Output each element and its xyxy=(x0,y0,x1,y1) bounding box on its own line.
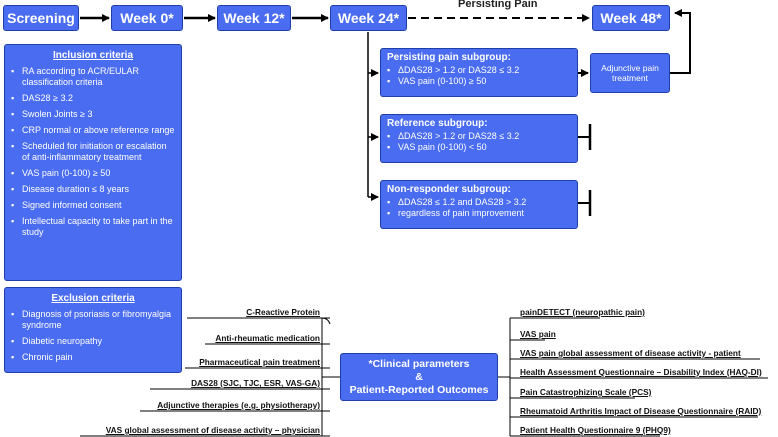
exclusion-criteria-box: Exclusion criteria Diagnosis of psoriasi… xyxy=(4,287,182,373)
week0-label: Week 0* xyxy=(120,10,174,26)
week48-label: Week 48* xyxy=(600,10,662,26)
inclusion-item: VAS pain (0-100) ≥ 50 xyxy=(11,168,175,179)
inclusion-item: Intellectual capacity to take part in th… xyxy=(11,216,175,238)
week48-box: Week 48* xyxy=(592,5,670,31)
inclusion-list: RA according to ACR/EULAR classification… xyxy=(11,66,175,238)
adjunctive-pain-treatment-box: Adjunctive pain treatment xyxy=(590,53,670,93)
right-param-label: Pain Catastrophizing Scale (PCS) xyxy=(520,387,652,397)
right-param-label: VAS pain xyxy=(520,329,556,339)
left-param-label: VAS global assessment of disease activit… xyxy=(105,425,320,435)
subgroup-title: Non-responder subgroup: xyxy=(387,184,511,195)
center-line-1: *Clinical parameters xyxy=(368,358,470,370)
inclusion-item: Scheduled for initiation or escalation o… xyxy=(11,141,175,163)
right-param-label: Patient Health Questionnaire 9 (PHQ9) xyxy=(520,425,671,435)
inclusion-criteria-box: Inclusion criteria RA according to ACR/E… xyxy=(4,44,182,281)
right-param-label: painDETECT (neuropathic pain) xyxy=(520,307,645,317)
right-param-label: Rheumatoid Arthritis Impact of Disease Q… xyxy=(520,406,762,416)
subgroup-item: ΔDAS28 > 1.2 or DAS28 ≤ 3.2 xyxy=(387,65,571,76)
left-param-label: Adjunctive therapies (e.g. physiotherapy… xyxy=(157,400,320,410)
subgroup-title: Persisting pain subgroup: xyxy=(387,52,511,63)
clinical-parameters-box: *Clinical parameters & Patient-Reported … xyxy=(340,353,498,401)
exclusion-title: Exclusion criteria xyxy=(51,293,135,304)
right-param-label: VAS pain global assessment of disease ac… xyxy=(520,348,741,358)
non-responder-subgroup-box: Non-responder subgroup: ΔDAS28 ≤ 1.2 and… xyxy=(380,180,578,229)
left-param-label: DAS28 (SJC, TJC, ESR, VAS-GA) xyxy=(191,378,320,388)
subgroup-title: Reference subgroup: xyxy=(387,118,488,129)
inclusion-item: DAS28 ≥ 3.2 xyxy=(11,93,175,104)
persisting-pain-subgroup-box: Persisting pain subgroup: ΔDAS28 > 1.2 o… xyxy=(380,48,578,97)
inclusion-item: Signed informed consent xyxy=(11,200,175,211)
inclusion-item: Swolen Joints ≥ 3 xyxy=(11,109,175,120)
subgroup-item: ΔDAS28 > 1.2 or DAS28 ≤ 3.2 xyxy=(387,131,571,142)
week12-label: Week 12* xyxy=(223,10,285,26)
subgroup-item: ΔDAS28 ≤ 1.2 and DAS28 > 3.2 xyxy=(387,197,571,208)
exclusion-list: Diagnosis of psoriasis or fibromyalgia s… xyxy=(11,309,175,363)
left-params-bracket xyxy=(80,317,340,437)
exclusion-item: Diagnosis of psoriasis or fibromyalgia s… xyxy=(11,309,175,331)
right-params-bracket xyxy=(497,317,768,437)
week0-box: Week 0* xyxy=(111,5,183,31)
adjunctive-label: Adjunctive pain treatment xyxy=(601,63,659,83)
subgroup-item: regardless of pain improvement xyxy=(387,208,571,219)
reference-subgroup-box: Reference subgroup: ΔDAS28 > 1.2 or DAS2… xyxy=(380,114,578,163)
left-param-label: C-Reactive Protein xyxy=(246,307,320,317)
inclusion-item: Disease duration ≤ 8 years xyxy=(11,184,175,195)
inclusion-item: CRP normal or above reference range xyxy=(11,125,175,136)
screening-box: Screening xyxy=(3,5,79,31)
week24-label: Week 24* xyxy=(337,10,400,26)
center-line-2: & xyxy=(415,371,423,383)
week12-box: Week 12* xyxy=(217,5,291,31)
center-line-3: Patient-Reported Outcomes xyxy=(349,384,489,396)
exclusion-item: Chronic pain xyxy=(11,352,175,363)
exclusion-item: Diabetic neuropathy xyxy=(11,336,175,347)
left-param-label: Anti-rheumatic medication xyxy=(215,333,320,343)
inclusion-item: RA according to ACR/EULAR classification… xyxy=(11,66,175,88)
inclusion-title: Inclusion criteria xyxy=(52,50,134,61)
week24-box: Week 24* xyxy=(330,5,407,31)
screening-label: Screening xyxy=(7,10,75,26)
right-param-label: Health Assessment Questionnaire – Disabi… xyxy=(520,367,762,377)
persisting-pain-label: Persisting Pain xyxy=(458,0,538,10)
subgroup-item: VAS pain (0-100) ≥ 50 xyxy=(387,76,571,87)
left-param-label: Pharmaceutical pain treatment xyxy=(199,357,320,367)
arrow-adjunctive-to-week48 xyxy=(670,9,691,74)
subgroup-item: VAS pain (0-100) < 50 xyxy=(387,142,571,153)
